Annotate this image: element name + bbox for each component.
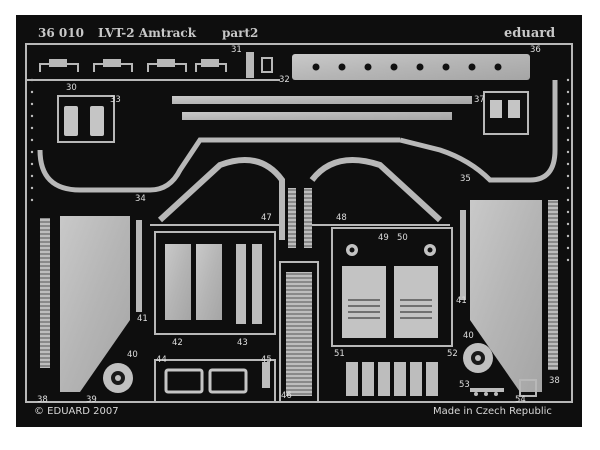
- part-33-clips: [64, 106, 104, 136]
- part-number: 47: [261, 213, 272, 223]
- hinge-left: [288, 188, 296, 248]
- part-number: 39: [86, 395, 97, 405]
- fender-right: [309, 157, 443, 223]
- part-37: [490, 100, 520, 118]
- part-51-strips: [346, 362, 438, 396]
- part-31: [246, 52, 254, 78]
- part-48-grille-frame: [331, 227, 453, 347]
- brand-logo: eduard: [504, 26, 556, 41]
- part-number: 37: [474, 95, 485, 105]
- part-number: 34: [135, 194, 146, 204]
- part-42-panels: [165, 244, 222, 320]
- right-rail-41: [460, 210, 466, 300]
- part-36-strip: [292, 54, 530, 80]
- wheel-left: [103, 363, 133, 393]
- long-rail-1: [172, 96, 472, 104]
- right-spring: [548, 200, 558, 370]
- product-code: 36 010: [38, 26, 84, 40]
- right-armor-panel: [470, 200, 542, 392]
- part-number: 42: [172, 338, 183, 348]
- part-number: 31: [231, 45, 242, 55]
- part-number: 41: [137, 314, 148, 324]
- part-53: [470, 388, 504, 396]
- part-number: 50: [397, 233, 408, 243]
- part-35-curve: [399, 80, 558, 183]
- part-number: 51: [334, 349, 345, 359]
- part-number: 41: [456, 296, 467, 306]
- left-spring: [40, 218, 50, 368]
- hinge-right: [304, 188, 312, 248]
- part-number: 54: [515, 395, 526, 405]
- wheel-right: [463, 343, 493, 373]
- part-number: 45: [261, 355, 272, 365]
- part-number: 44: [156, 355, 167, 365]
- part-number: 48: [336, 213, 347, 223]
- part-54: [519, 379, 537, 397]
- origin-text: Made in Czech Republic: [433, 406, 552, 417]
- part-number: 49: [378, 233, 389, 243]
- part-32: [261, 57, 273, 73]
- left-rail-41: [136, 220, 142, 312]
- part-number: 30: [66, 83, 77, 93]
- part-number: 32: [279, 75, 290, 85]
- fender-left: [157, 157, 285, 240]
- part-number: 36: [530, 45, 541, 55]
- part-number: 40: [127, 350, 138, 360]
- part-number: 46: [281, 391, 292, 401]
- part-number: 40: [463, 331, 474, 341]
- part-number: 33: [110, 95, 121, 105]
- part-44-frames: [164, 368, 248, 394]
- part-number: 53: [459, 380, 470, 390]
- part-number: 43: [237, 338, 248, 348]
- part-label: part2: [222, 26, 259, 40]
- part-number: 52: [447, 349, 458, 359]
- long-rail-2: [182, 112, 452, 120]
- central-spring: [286, 272, 312, 396]
- sheet-title: LVT-2 Amtrack: [98, 26, 197, 40]
- copyright-text: © EDUARD 2007: [34, 406, 119, 417]
- part-43-strips: [236, 244, 262, 324]
- part-30-brackets: [39, 59, 227, 72]
- left-armor-panel: [60, 216, 130, 392]
- part-34-curve: [37, 137, 400, 193]
- part-number: 38: [549, 376, 560, 386]
- part-45: [262, 362, 270, 388]
- part-number: 35: [460, 174, 471, 184]
- part-number: 38: [37, 395, 48, 405]
